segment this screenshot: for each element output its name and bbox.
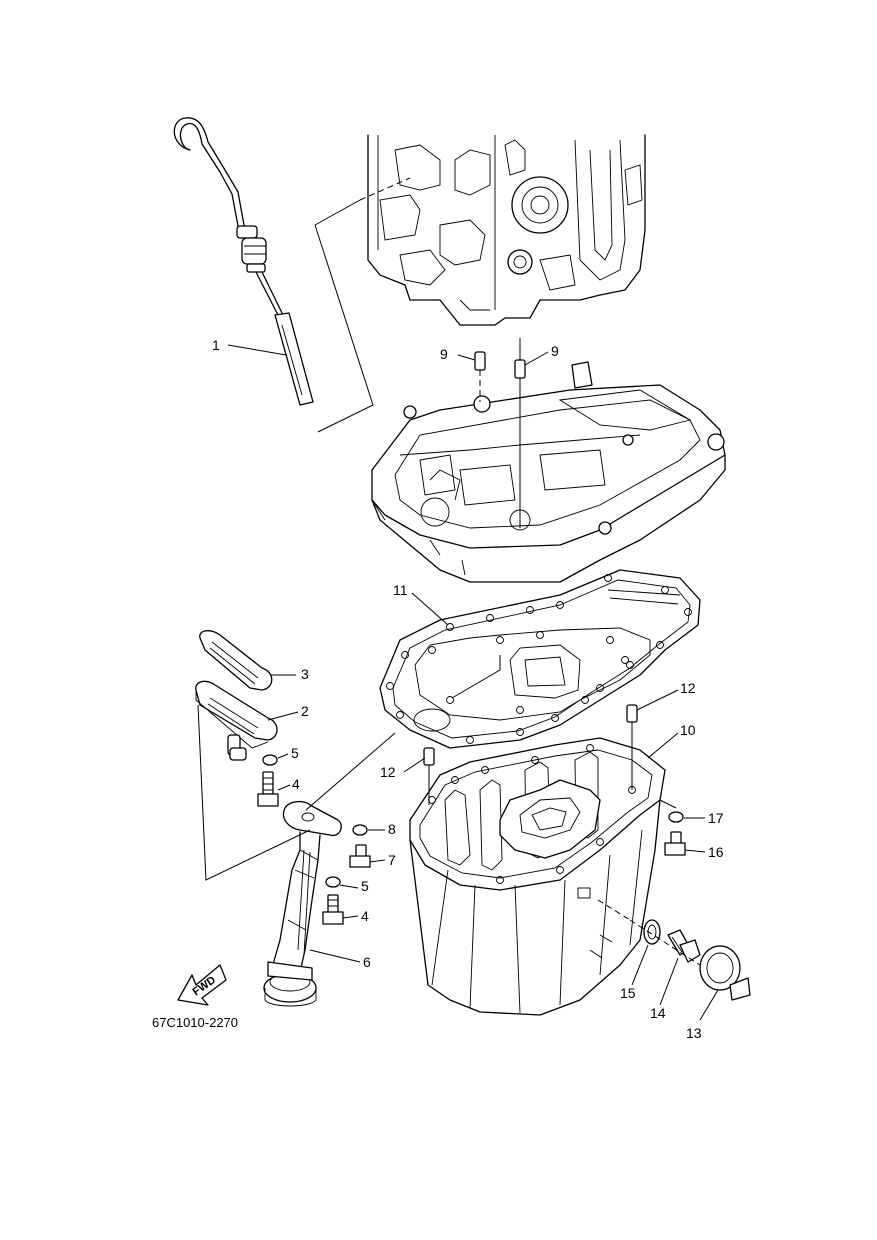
bolt-16 [664, 831, 686, 856]
callout-12-right: 12 [680, 680, 696, 696]
washer-8 [352, 824, 368, 836]
engine-block [367, 134, 646, 326]
callout-4-lower: 4 [361, 908, 369, 924]
callout-14: 14 [650, 1005, 666, 1021]
callout-12-left: 12 [380, 764, 396, 780]
callout-10: 10 [680, 722, 696, 738]
drain-washer [643, 919, 661, 945]
callout-leaders [227, 344, 719, 1021]
fwd-arrow: FWD [177, 964, 227, 1006]
callout-11: 11 [393, 582, 408, 598]
callout-1: 1 [212, 337, 220, 353]
gasket [379, 569, 701, 749]
dowel-pin-12-left [423, 747, 435, 805]
exhaust-guide [371, 361, 726, 583]
washer-17 [668, 811, 684, 823]
diagram-code: 67C1010-2270 [152, 1015, 238, 1030]
cover-plate [195, 680, 278, 761]
oil-pan [409, 737, 666, 1016]
callout-15: 15 [620, 985, 636, 1001]
dipstick [173, 117, 314, 406]
dowel-pin-12-right [626, 704, 638, 790]
callout-4-upper: 4 [292, 776, 300, 792]
washer-5-lower [325, 876, 341, 888]
callout-16: 16 [708, 844, 724, 860]
callout-9-right: 9 [551, 343, 559, 359]
dowel-pin-9-left [474, 351, 486, 402]
bolt-4-upper [257, 771, 279, 807]
bolt-4-lower [322, 894, 344, 925]
callout-9-left: 9 [440, 346, 448, 362]
washer-5-upper [262, 754, 278, 766]
callout-7: 7 [388, 852, 396, 868]
callout-2: 2 [301, 703, 309, 719]
callout-17: 17 [708, 810, 724, 826]
callout-5-upper: 5 [291, 745, 299, 761]
callout-13: 13 [686, 1025, 702, 1041]
oil-strainer [263, 800, 342, 1007]
callout-5-lower: 5 [361, 878, 369, 894]
callout-3: 3 [301, 666, 309, 682]
drain-plug [667, 929, 701, 963]
drain-grommet [699, 945, 751, 1001]
dowel-pin-9-right [514, 338, 526, 528]
callout-6: 6 [363, 954, 371, 970]
bolt-7 [349, 844, 371, 868]
callout-8: 8 [388, 821, 396, 837]
strainer-gasket [199, 630, 273, 691]
